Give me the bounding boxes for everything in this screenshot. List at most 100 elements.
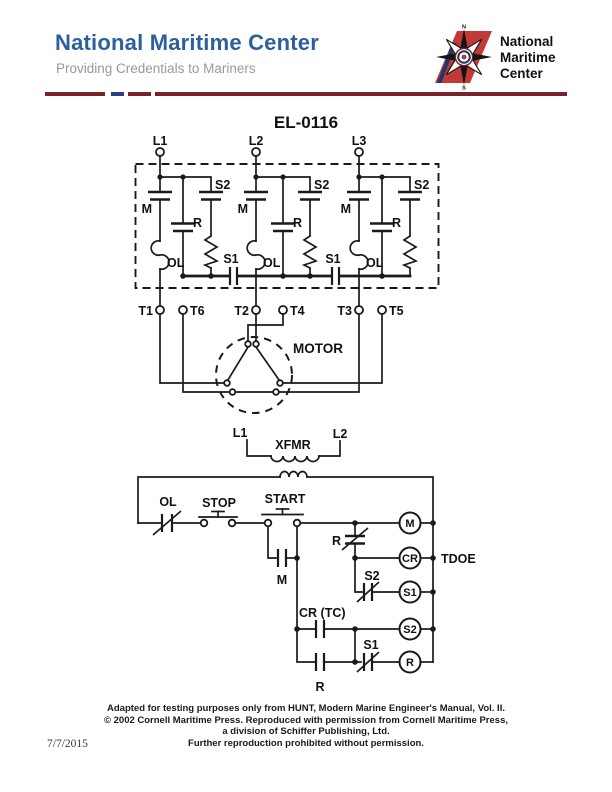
ol-nc-contact: OL	[152, 495, 182, 536]
phase-3: M OL R S2	[341, 155, 429, 307]
start-button: START	[261, 492, 306, 528]
footer-line-4: Further reproduction prohibited without …	[188, 737, 424, 749]
s2-nc-label: S2	[364, 569, 379, 583]
resistor-phase1	[202, 234, 220, 270]
motor: MOTOR	[215, 336, 343, 414]
diagram-title: EL-0116	[274, 113, 338, 132]
stop-label: STOP	[202, 496, 236, 510]
terminal-t2-label: T2	[234, 304, 249, 318]
left-rail	[137, 476, 281, 524]
stop-button: STOP	[198, 496, 238, 528]
starter-enclosure-dashed-box	[134, 163, 440, 289]
power-circuit: L1 L2 L3 M OL	[134, 134, 440, 414]
cr-coil-label: CR	[402, 553, 418, 565]
r-no-label: R	[315, 680, 324, 694]
terminal-t1-label: T1	[138, 304, 153, 318]
m-contact-phase3: M	[341, 176, 371, 242]
ol-nc-label: OL	[159, 495, 177, 509]
nmc-logo: N S National Maritime Center	[435, 25, 556, 91]
divider-segment	[128, 92, 151, 96]
motor-dashed-circle	[215, 336, 293, 414]
control-circuit: L1 L2 XFMR OL	[137, 426, 476, 694]
r-contact-phase2: R	[271, 176, 302, 277]
l1-terminal	[155, 147, 165, 157]
terminal-t3-label: T3	[337, 304, 352, 318]
motor-wiring	[159, 313, 383, 393]
page-title: National Maritime Center	[55, 30, 319, 55]
line-l2-label: L2	[249, 134, 264, 148]
s2-contact-phase3: S2	[398, 178, 429, 237]
compass-n-label: N	[462, 25, 466, 31]
footer-date: 7/7/2015	[47, 738, 88, 750]
s1-contact-1: S1	[223, 252, 239, 285]
compass-rose-icon: N S	[436, 25, 492, 91]
compass-s-label: S	[462, 86, 466, 91]
m-contact-label: M	[142, 202, 152, 216]
logo-word-2: Maritime	[500, 50, 556, 65]
logo-word-1: National	[500, 34, 553, 49]
r-contact-label: R	[293, 216, 302, 230]
m-coil-label: M	[405, 518, 414, 530]
phase-1: M OL R S2	[142, 155, 230, 307]
r-nc-label: R	[332, 534, 341, 548]
logo-word-3: Center	[500, 66, 544, 81]
terminal-t4-label: T4	[290, 304, 305, 318]
s1-nc-label: S1	[363, 638, 378, 652]
ol-heater-phase3: OL	[349, 239, 384, 271]
footer-line-1: Adapted for testing purposes only from H…	[107, 703, 505, 714]
line-l3-label: L3	[352, 134, 367, 148]
seal-in-branch: M	[267, 525, 300, 630]
main-rung: OL STOP START	[137, 492, 436, 536]
m-contact-label: M	[341, 202, 351, 216]
divider-segment	[155, 92, 567, 96]
s2-contact-label: S2	[314, 178, 329, 192]
divider-blue-dash	[111, 92, 124, 96]
terminal-t6-label: T6	[190, 304, 205, 318]
seal-m-label: M	[277, 573, 287, 587]
l3-terminal	[354, 147, 364, 157]
resistor-phase2	[301, 234, 319, 270]
cr-tc-label: CR (TC)	[299, 606, 346, 620]
ol-label: OL	[167, 256, 185, 270]
s1-contact-2: S1	[325, 252, 341, 285]
divider-segment	[45, 92, 105, 96]
xfmr-l1-label: L1	[233, 426, 248, 440]
line-l1-label: L1	[153, 134, 168, 148]
bus-with-s1-contacts: S1 S1	[180, 252, 412, 285]
cr-tc-rung: CR (TC) S2	[294, 606, 436, 641]
tdoe-label: TDOE	[441, 552, 476, 566]
r-contact-phase3: R	[370, 176, 401, 277]
m-contact-phase1: M	[142, 176, 172, 242]
xfmr-l2-label: L2	[333, 427, 348, 441]
terminal-t5-label: T5	[389, 304, 404, 318]
motor-terminals: T1 T6 T2 T4 T3 T5	[138, 304, 403, 318]
ol-heater-phase1: OL	[150, 239, 185, 271]
xfmr-label: XFMR	[275, 438, 310, 452]
resistor-phase3	[401, 234, 419, 270]
footer-line-3: a division of Schiffer Publishing, Ltd.	[222, 726, 390, 738]
s2-contact-phase1: S2	[199, 178, 230, 237]
m-contact-label: M	[238, 202, 248, 216]
s2-contact-label: S2	[414, 178, 429, 192]
ol-label: OL	[263, 256, 281, 270]
s2-contact-phase2: S2	[298, 178, 329, 237]
ol-heater-phase2: OL	[246, 239, 281, 271]
start-label: START	[265, 492, 306, 506]
footer-attribution: Adapted for testing purposes only from H…	[40, 703, 572, 749]
motor-label: MOTOR	[293, 341, 343, 356]
logo-blue-stripe	[437, 43, 457, 83]
s1-label: S1	[223, 252, 238, 266]
r-contact-label: R	[193, 216, 202, 230]
header-divider	[45, 92, 567, 96]
s2-coil-label: S2	[403, 624, 416, 636]
r-contact-phase1: R	[171, 176, 202, 277]
s1-coil-label: S1	[403, 587, 416, 599]
s1-rung: S2 S1	[354, 557, 436, 604]
r-coil-rung: R S1 R	[296, 628, 434, 694]
logo-wordmark: National Maritime Center	[500, 34, 556, 81]
phase-2: M OL R S2	[238, 155, 329, 307]
r-coil-label: R	[406, 657, 414, 669]
ol-label: OL	[366, 256, 384, 270]
s2-contact-label: S2	[215, 178, 230, 192]
